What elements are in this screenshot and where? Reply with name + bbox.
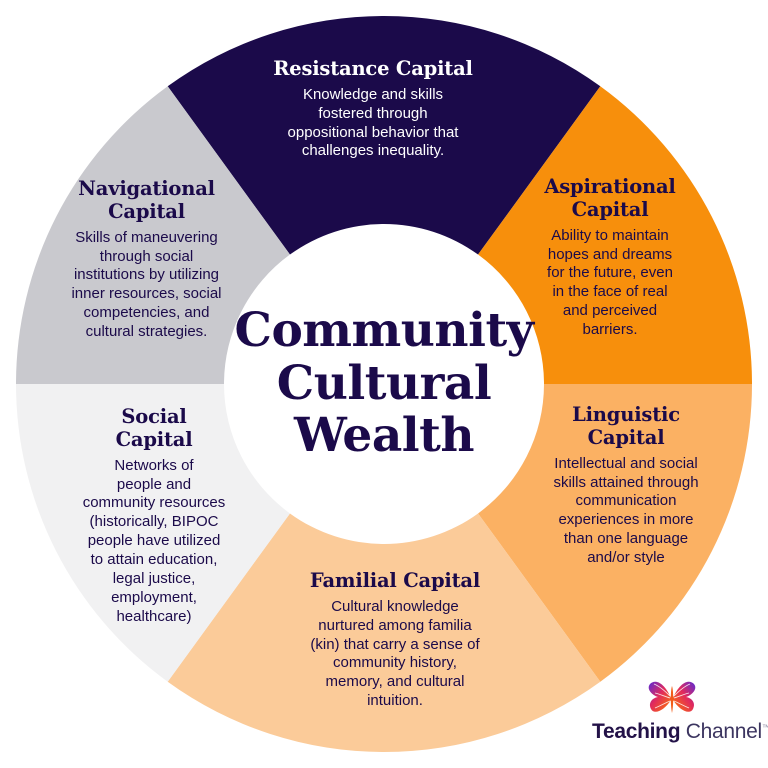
center-title: Community Cultural Wealth [234,303,534,464]
donut-slice-social[interactable] [16,384,290,682]
segment-body-resistance-capital: Knowledge and skills fostered through op… [287,85,459,160]
segment-body-aspirational-capital: Ability to maintain hopes and dreams for… [547,226,673,339]
logo-trademark: ™ [761,723,768,732]
teaching-channel-logo: Teaching Channel™ [592,678,768,744]
butterfly-icon [648,681,696,713]
segment-label-aspirational-capital: Aspirational Capital Ability to maintain… [518,175,702,340]
segment-label-social-capital: Social Capital Networks of people and co… [58,405,250,627]
segment-title-social-capital: Social Capital [115,405,193,451]
logo-word-teaching: Teaching [592,720,681,743]
segment-title-navigational-capital: Navigational Capital [78,177,215,223]
segment-title-familial-capital: Familial Capital [309,569,481,592]
center-hub: Community Cultural Wealth [234,234,534,534]
segment-title-linguistic-capital: Linguistic Capital [572,403,680,449]
donut-slice-aspirational[interactable] [478,86,752,385]
donut-slice-linguistic[interactable] [478,384,752,682]
logo-wordmark: Teaching Channel™ [592,720,768,744]
segment-body-social-capital: Networks of people and community resourc… [82,456,226,625]
segment-title-aspirational-capital: Aspirational Capital [544,175,676,221]
donut-slice-resistance[interactable] [167,15,601,255]
segment-label-linguistic-capital: Linguistic Capital Intellectual and soci… [530,403,722,568]
segment-label-familial-capital: Familial Capital Cultural knowledge nurt… [272,569,518,711]
logo-word-channel: Channel [680,720,762,743]
segment-title-resistance-capital: Resistance Capital [273,57,473,80]
segment-body-familial-capital: Cultural knowledge nurtured among famili… [310,597,480,710]
segment-body-navigational-capital: Skills of maneuvering through social ins… [71,228,222,341]
segment-body-linguistic-capital: Intellectual and social skills attained … [553,454,699,567]
donut-slice-familial[interactable] [167,513,601,753]
segment-label-navigational-capital: Navigational Capital Skills of maneuveri… [44,177,249,342]
donut-slice-navigational[interactable] [16,86,290,385]
segment-label-resistance-capital: Resistance Capital Knowledge and skills … [248,57,498,161]
